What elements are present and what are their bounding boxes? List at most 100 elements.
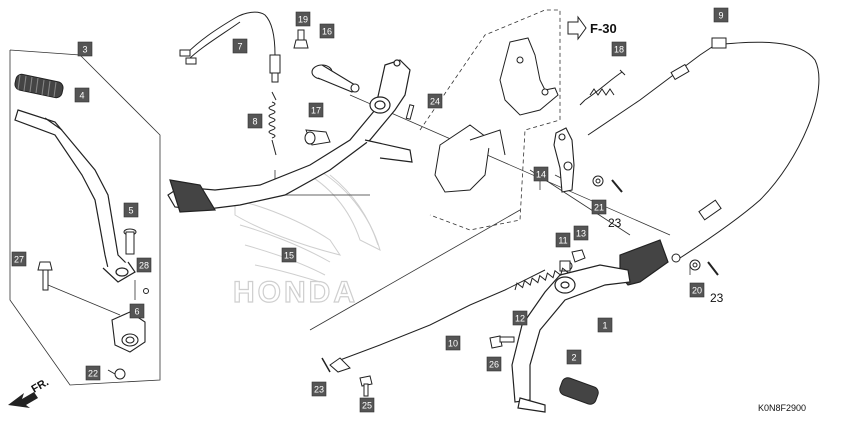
callout-box (74, 87, 90, 103)
brake-pedal-part (167, 59, 413, 213)
callout-28: 28 (136, 257, 152, 273)
reference-arrow: F-30 (567, 15, 617, 41)
callout-label: 17 (311, 106, 321, 116)
callout-box (573, 225, 589, 241)
diagram-code: K0N8F2900 (758, 403, 806, 413)
callout-15: 15 (281, 247, 297, 263)
callout-label: 28 (139, 261, 149, 271)
nut-13-part (571, 249, 586, 263)
callout-label: 4 (79, 91, 84, 101)
callout-box (136, 257, 152, 273)
bushing-17-part (304, 129, 331, 146)
spring-18-part (579, 69, 626, 106)
callout-box (247, 113, 263, 129)
pin-5-part (123, 228, 137, 255)
callout-box (281, 247, 297, 263)
callout-14: 14 (533, 166, 549, 182)
rubber-grip-part (14, 73, 64, 99)
callout-label: 1 (602, 321, 607, 331)
callout-box (555, 232, 571, 248)
watermark-text: HONDA (233, 276, 358, 309)
callout-box (77, 41, 93, 57)
reference-arrow-label: F-30 (590, 21, 617, 36)
callout-box (486, 356, 502, 372)
callout-box (11, 251, 27, 267)
callout-7: 7 (232, 38, 248, 54)
callout-box (308, 102, 324, 118)
front-direction-label: FR. (30, 376, 51, 395)
callout-box (123, 202, 139, 218)
callout-2: 2 (566, 349, 582, 365)
callout-19: 19 (295, 11, 311, 27)
callout-label: 6 (134, 307, 139, 317)
callout-label: 7 (237, 42, 242, 52)
brake-cable-part (587, 37, 820, 263)
sensor-assembly-part (434, 37, 559, 193)
callout-label: 10 (448, 339, 458, 349)
callout-8: 8 (247, 113, 263, 129)
callout-11: 11 (555, 232, 571, 248)
callout-label: 16 (322, 27, 332, 37)
callout-label: 26 (489, 360, 499, 370)
callout-label: 13 (576, 229, 586, 239)
callout-box (232, 38, 248, 54)
callout-18: 18 (611, 41, 627, 57)
pedal-lower-part (511, 239, 669, 413)
callout-box (611, 41, 627, 57)
pivot-shaft-part (311, 64, 360, 93)
callout-9: 9 (713, 7, 729, 23)
assembly-outline-sensor (419, 9, 561, 231)
pivot-block-part (111, 311, 146, 353)
callout-25: 25 (359, 397, 375, 413)
callout-label: 24 (430, 97, 440, 107)
callout-label: 19 (298, 15, 308, 25)
callout-13: 13 (573, 225, 589, 241)
washer-21-part (592, 175, 604, 187)
callout-layer: 3471916817241895272862215142111131210261… (11, 7, 729, 413)
front-direction-arrow: FR. (8, 376, 51, 408)
footpeg-rubber-part (559, 377, 599, 405)
clip-22-part (107, 368, 126, 380)
callout-5: 5 (123, 202, 139, 218)
callout-box (713, 7, 729, 23)
callout-box (445, 335, 461, 351)
callout-21: 21 (591, 199, 607, 215)
callout-box (359, 397, 375, 413)
callout-1: 1 (597, 317, 613, 333)
spring-12-part (514, 267, 569, 291)
bolt-19-part (293, 29, 309, 49)
callout-label: 25 (362, 401, 372, 411)
switch-wire-part (179, 11, 281, 83)
callout-box (85, 365, 101, 381)
callout-box (319, 23, 335, 39)
callout-box (566, 349, 582, 365)
callout-24: 24 (427, 93, 443, 109)
callout-label: 2 (571, 353, 576, 363)
callout-label: 3 (82, 45, 87, 55)
callout-label: 9 (718, 11, 723, 21)
label-23-upper: 23 (608, 216, 622, 230)
callout-box (512, 310, 528, 326)
callout-4: 4 (74, 87, 90, 103)
callout-label: 15 (284, 251, 294, 261)
callout-label: 14 (536, 170, 546, 180)
washer-20-part (689, 259, 701, 271)
pin-23-upper-part (611, 179, 623, 193)
pin-24-part (405, 104, 415, 120)
bolt-25-part (359, 375, 373, 397)
callout-17: 17 (308, 102, 324, 118)
callout-box (591, 199, 607, 215)
callout-12: 12 (512, 310, 528, 326)
callout-label: 5 (128, 206, 133, 216)
ball-28-part (143, 288, 149, 294)
callout-box (689, 282, 705, 298)
callout-box (597, 317, 613, 333)
pin-23-lower-part (321, 357, 331, 373)
callout-box (129, 303, 145, 319)
callout-22: 22 (85, 365, 101, 381)
callout-label: 27 (14, 255, 24, 265)
callout-16: 16 (319, 23, 335, 39)
callout-label: 12 (515, 314, 525, 324)
label-23-right: 23 (710, 291, 724, 305)
